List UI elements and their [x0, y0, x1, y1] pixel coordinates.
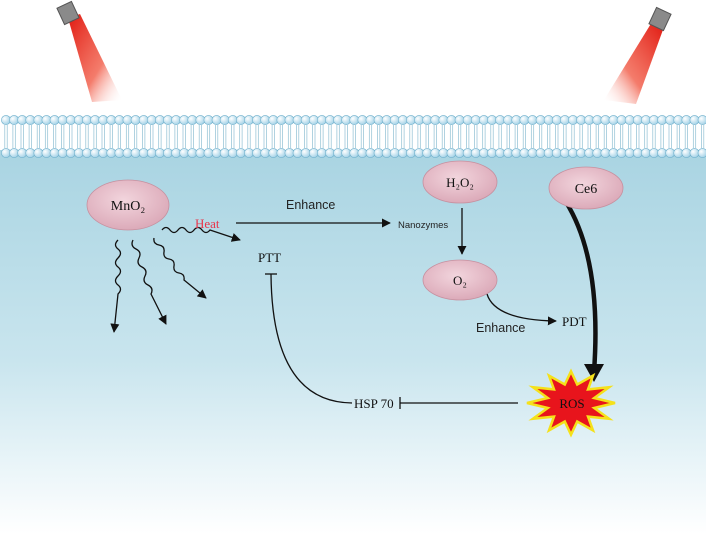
arrow-o2-to-pdt — [486, 293, 557, 326]
heat-label: Heat — [195, 216, 220, 231]
lipid-heads — [1, 115, 706, 158]
laser-beam-left — [68, 14, 122, 102]
node-mno2: MnO₂ — [86, 179, 170, 231]
laser-head-right-icon — [648, 6, 672, 32]
hsp70-label: HSP 70 — [354, 396, 394, 411]
node-ce6: Ce6 — [548, 166, 624, 210]
lipid-head — [697, 115, 706, 125]
laser-left — [56, 0, 122, 102]
heat-wave-arrow-2 — [153, 237, 207, 299]
node-ros: ROS — [526, 368, 616, 438]
heat-wave-arrow — [161, 226, 241, 242]
laser-head-left-icon — [56, 0, 80, 26]
node-h2o2-label: H₂O₂ — [446, 175, 474, 190]
heat-wave-arrow-4 — [110, 239, 122, 333]
laser-right — [604, 6, 672, 104]
node-mno2-label: MnO₂ — [111, 199, 146, 214]
node-o2: O₂ — [422, 259, 498, 301]
heat-wave-arrow-3 — [131, 239, 167, 325]
node-o2-label: O₂ — [453, 273, 467, 288]
arrow-ce6-to-ros — [564, 200, 598, 373]
arrow-ce6-to-ros-head — [584, 364, 604, 382]
node-ce6-label: Ce6 — [575, 182, 598, 197]
enhance-label-bottom: Enhance — [476, 321, 525, 335]
cell-membrane-bilayer — [1, 115, 706, 158]
pdt-label: PDT — [562, 314, 587, 329]
inhibit-hsp70-to-ptt — [270, 273, 353, 404]
lipid-tails — [4, 125, 705, 148]
node-h2o2: H₂O₂ — [422, 160, 498, 204]
ptt-label: PTT — [258, 250, 281, 265]
ros-starburst-shape — [526, 368, 616, 438]
enhance-label-top: Enhance — [286, 198, 335, 212]
laser-beam-right — [604, 22, 664, 104]
node-ros-label: ROS — [559, 396, 584, 411]
lipid-head — [697, 148, 706, 158]
nanozymes-label: Nanozymes — [398, 220, 448, 231]
